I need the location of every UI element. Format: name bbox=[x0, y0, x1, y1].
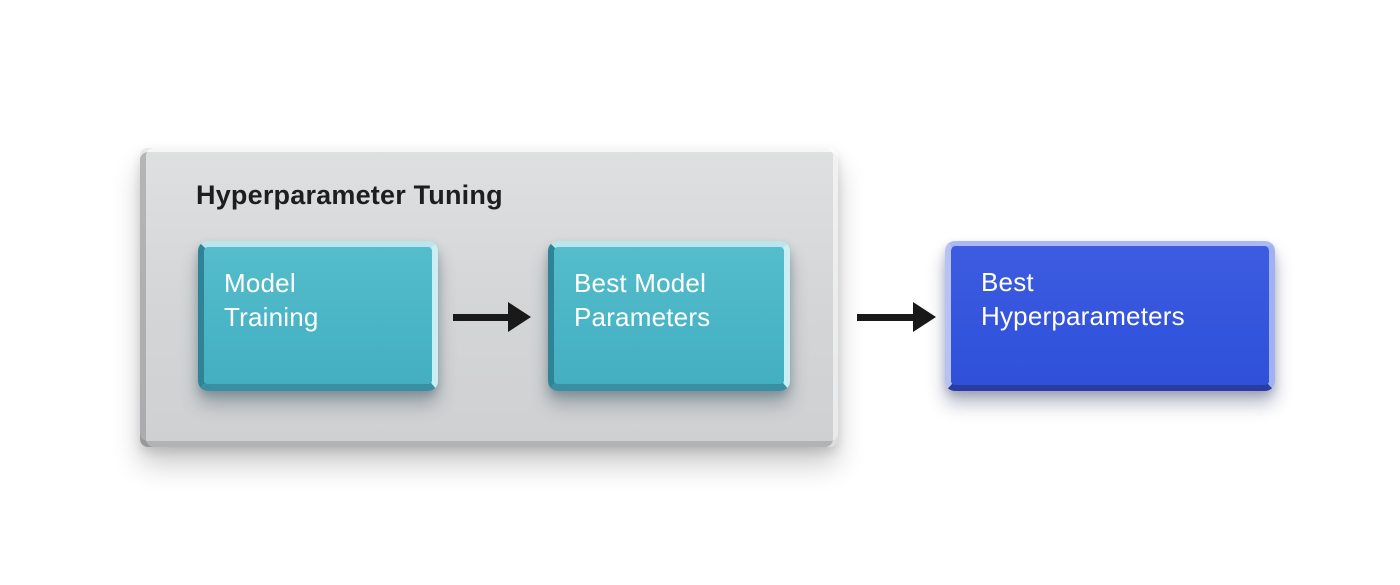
hyperparameter-tuning-group: Hyperparameter Tuning Model Training Bes… bbox=[140, 148, 838, 447]
arrow-right-icon bbox=[453, 302, 531, 332]
arrow-right-icon bbox=[857, 302, 936, 332]
node-label-line: Training bbox=[224, 302, 319, 332]
node-label-line: Parameters bbox=[574, 302, 711, 332]
arrow-shaft bbox=[453, 313, 508, 321]
node-label-line: Best bbox=[981, 267, 1034, 297]
group-title: Hyperparameter Tuning bbox=[196, 180, 503, 210]
arrow-shaft bbox=[857, 313, 913, 321]
arrow-head bbox=[508, 302, 531, 332]
node-label: Best Model Parameters bbox=[554, 247, 784, 334]
node-label-line: Best Model bbox=[574, 268, 707, 298]
node-label-line: Hyperparameters bbox=[981, 301, 1185, 331]
node-label: Best Hyperparameters bbox=[951, 246, 1269, 333]
node-best-model-parameters: Best Model Parameters bbox=[548, 241, 790, 391]
node-label-line: Model bbox=[224, 268, 296, 298]
node-best-hyperparameters: Best Hyperparameters bbox=[945, 241, 1275, 391]
node-label: Model Training bbox=[204, 247, 432, 334]
node-model-training: Model Training bbox=[198, 241, 438, 391]
arrow-head bbox=[913, 302, 936, 332]
